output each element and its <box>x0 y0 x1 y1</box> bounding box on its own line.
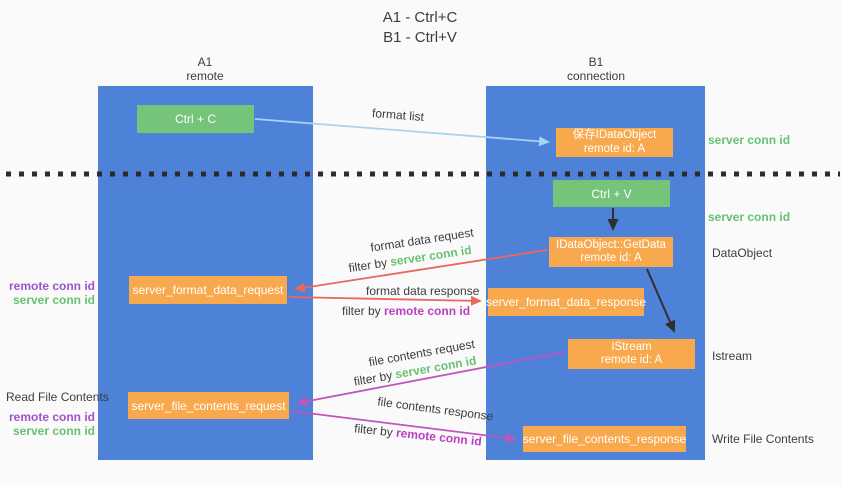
server-format-data-response-box: server_format_data_response <box>485 288 647 316</box>
right-write-file-contents-label: Write File Contents <box>712 432 814 446</box>
istream-box: IStream remote id: A <box>568 339 695 369</box>
server-file-contents-request-label: server_file_contents_request <box>131 398 286 413</box>
server-format-data-request-label: server_format_data_request <box>132 283 284 297</box>
format-data-response-filter-label: filter by remote conn id <box>342 304 470 318</box>
save-idataobject-box: 保存IDataObject remote id: A <box>556 128 673 157</box>
filter-by-text-2: filter by <box>342 304 385 318</box>
diagram-title: A1 - Ctrl+C B1 - Ctrl+V <box>0 8 842 48</box>
save-idataobject-line2: remote id: A <box>583 142 646 155</box>
save-idataobject-line1: 保存IDataObject <box>572 129 657 141</box>
server-file-contents-response-label: server_file_contents_response <box>522 432 687 446</box>
server-file-contents-request-box: server_file_contents_request <box>128 392 289 419</box>
right-dataobject-label: DataObject <box>712 246 773 260</box>
getdata-line2: remote id: A <box>580 252 642 264</box>
left-conn-id-block-1: remote conn id server conn id <box>8 279 95 307</box>
ctrl-c-label: Ctrl + C <box>174 112 216 126</box>
getdata-line1: IDataObject::GetData <box>556 238 666 251</box>
left-read-file-contents-label: Read File Contents <box>6 390 109 404</box>
format-data-response-label: format data response <box>366 284 480 298</box>
column-a1-name: A1 <box>197 55 213 69</box>
column-header-a1: A1 remote <box>155 55 255 83</box>
server-format-data-response-label: server_format_data_response <box>485 295 647 309</box>
arrow-file-contents-response <box>290 410 517 443</box>
arrow-format-data-request <box>294 249 548 293</box>
column-b1-role: connection <box>566 69 626 83</box>
remote-conn-id-text-2: remote conn id <box>384 304 471 318</box>
arrow-file-contents-request <box>296 351 566 407</box>
column-header-b1: B1 connection <box>546 55 646 83</box>
server-format-data-request-box: server_format_data_request <box>129 276 287 304</box>
arrow-format-data-response <box>288 295 482 306</box>
left-remote-conn-id-2: remote conn id <box>8 410 95 424</box>
arrow-getdata-to-istream <box>646 268 676 333</box>
title-line-2: B1 - Ctrl+V <box>383 29 457 46</box>
column-a1-role: remote <box>186 69 224 83</box>
left-remote-conn-id-1: remote conn id <box>8 279 95 293</box>
ctrl-v-box: Ctrl + V <box>553 180 670 207</box>
server-file-contents-response-box: server_file_contents_response <box>523 426 686 452</box>
right-server-conn-id-mid: server conn id <box>708 210 791 224</box>
left-server-conn-id-2: server conn id <box>12 424 95 438</box>
right-server-conn-id-top: server conn id <box>708 133 791 147</box>
idataobject-getdata-box: IDataObject::GetData remote id: A <box>549 237 673 267</box>
istream-line2: remote id: A <box>600 354 663 366</box>
right-istream-label: Istream <box>712 349 753 363</box>
ctrl-c-box: Ctrl + C <box>137 105 254 133</box>
title-line-1: A1 - Ctrl+C <box>382 9 458 26</box>
left-conn-id-block-2: remote conn id server conn id <box>8 410 95 438</box>
arrow-format-list <box>254 118 550 147</box>
left-server-conn-id-1: server conn id <box>12 293 95 307</box>
ctrl-v-label: Ctrl + V <box>591 186 632 201</box>
column-b1-name: B1 <box>588 55 604 69</box>
istream-line1: IStream <box>611 340 652 353</box>
